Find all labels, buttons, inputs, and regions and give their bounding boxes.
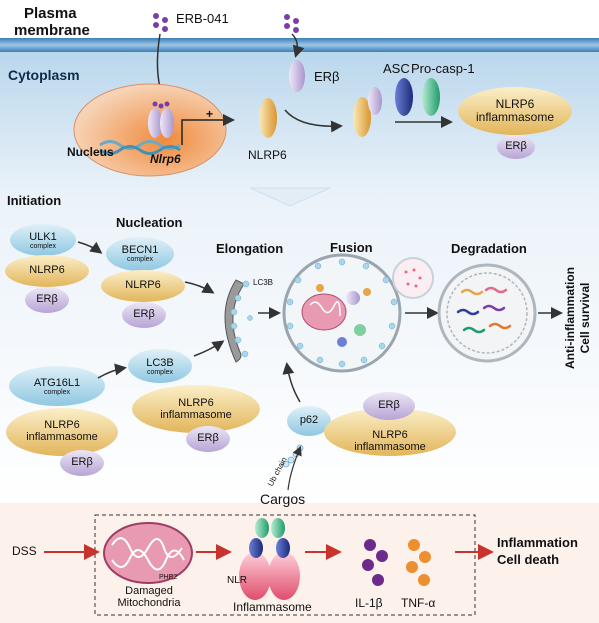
outcome-survival-label-1: Anti-inflammation xyxy=(563,267,577,369)
init-to-nucl-arrow xyxy=(77,241,103,254)
inflammasome-top-erb xyxy=(497,135,535,159)
cytoplasm-label: Cytoplasm xyxy=(8,67,80,83)
erb-lc3b xyxy=(186,426,230,452)
asc-protein xyxy=(395,78,413,116)
inflammation-background xyxy=(0,503,599,623)
tnfa-dots xyxy=(406,539,431,586)
nlrp6-init xyxy=(5,255,89,287)
inflammasome-top-erb-label: ERβ xyxy=(505,140,527,153)
dna-strand-2 xyxy=(99,145,181,155)
nlr-body-a xyxy=(239,552,271,600)
erb-dimer-b xyxy=(160,108,174,138)
nlrp6-nucl xyxy=(101,270,185,302)
lc3b-to-elong-arrow xyxy=(193,340,225,357)
erb-atg-label: ERβ xyxy=(71,456,93,469)
stage-nucleation: Nucleation xyxy=(116,215,183,230)
lc3b-dots-phagophore xyxy=(230,280,253,358)
asc-label: ASC xyxy=(383,61,410,76)
erb-label-top: ERβ xyxy=(314,69,340,84)
erb-lc3b-label: ERβ xyxy=(197,432,219,445)
nlrp6-nucl-label: NLRP6 xyxy=(125,279,161,292)
outcome-survival-label-2: Cell survival xyxy=(578,282,592,354)
atg16l1-complex xyxy=(9,366,105,406)
erb-p62-label: ERβ xyxy=(378,399,400,412)
nlrp6-bound xyxy=(353,97,371,137)
procasp1-protein xyxy=(422,78,440,116)
binding-arrow xyxy=(284,109,343,133)
lc3b-complex xyxy=(128,349,192,383)
plasma-membrane-label-1: Plasma xyxy=(24,5,77,22)
atg-to-lc3b-arrow xyxy=(97,363,127,379)
ulk1-complex xyxy=(10,224,76,256)
inflammasome-bottom-label: Inflammasome xyxy=(233,600,312,614)
drug-arrow-erb xyxy=(291,33,305,58)
erb-nucl-label: ERβ xyxy=(133,308,155,321)
erb-init xyxy=(25,287,69,313)
cell-death-label: Cell death xyxy=(497,552,560,567)
transcription-arrow xyxy=(181,114,235,145)
erb-init-label: ERβ xyxy=(36,293,58,306)
p62-label: p62 xyxy=(299,414,319,427)
erb041-label: ERB-041 xyxy=(176,11,229,26)
inflammasome-top xyxy=(458,87,572,135)
lysosome-dots xyxy=(404,268,422,288)
nlr-label: NLR xyxy=(227,575,248,586)
erb041-dots xyxy=(153,13,299,33)
erb-bound xyxy=(368,87,382,115)
autolysosome xyxy=(437,263,537,363)
cargos-arrow xyxy=(287,445,302,491)
erb-dimer-a xyxy=(148,108,162,138)
nlr-body-b xyxy=(268,552,300,600)
nlrp6-inflammasome-lc3b xyxy=(132,385,260,433)
becn1-complex xyxy=(106,237,174,271)
nlrp6-inflammasome-p62 xyxy=(324,408,456,456)
damaged-mitochondrion xyxy=(103,522,193,584)
nucl-to-elong-arrow xyxy=(184,281,215,294)
gene-label: Nlrp6 xyxy=(150,152,181,166)
p62 xyxy=(287,406,331,436)
plasma-membrane xyxy=(0,38,599,52)
lysosome xyxy=(392,257,434,299)
plus-sign: + xyxy=(206,107,214,121)
procasp1-label: Pro-casp-1 xyxy=(411,61,475,76)
erb-p62 xyxy=(363,392,415,420)
stage-fusion: Fusion xyxy=(330,240,373,255)
nlrp6-init-label: NLRP6 xyxy=(29,264,65,277)
nucleus-label: Nucleus xyxy=(67,145,114,159)
degraded-fragments xyxy=(456,286,512,334)
il1b-dots xyxy=(362,539,388,586)
dss-label: DSS xyxy=(12,544,37,558)
p62-to-autophagosome-arrow xyxy=(282,362,301,403)
erb-atg xyxy=(60,450,104,476)
lc3b-dots-autophagosome xyxy=(286,258,398,368)
erb-monomer xyxy=(289,60,305,92)
inflammation-label: Inflammation xyxy=(497,535,578,550)
plasma-membrane-label-2: membrane xyxy=(14,22,90,39)
nlrp6-monomer xyxy=(259,98,277,138)
cargo-box xyxy=(94,514,476,616)
tnfa-label: TNF-α xyxy=(401,596,436,610)
panel-notch xyxy=(249,187,331,207)
lc3b-marker-label: LC3B xyxy=(253,278,274,287)
stage-initiation: Initiation xyxy=(7,193,62,208)
phb2-label: PHB2 xyxy=(159,574,178,581)
nlrp6-inflammasome-atg xyxy=(6,408,118,456)
il1b-label: IL-1β xyxy=(355,596,383,610)
cargos-label: Cargos xyxy=(260,491,306,507)
erb-nucl xyxy=(122,302,166,328)
stage-elongation: Elongation xyxy=(216,241,284,256)
stage-degradation: Degradation xyxy=(451,241,527,256)
nlrp6-label-top: NLRP6 xyxy=(248,148,287,162)
